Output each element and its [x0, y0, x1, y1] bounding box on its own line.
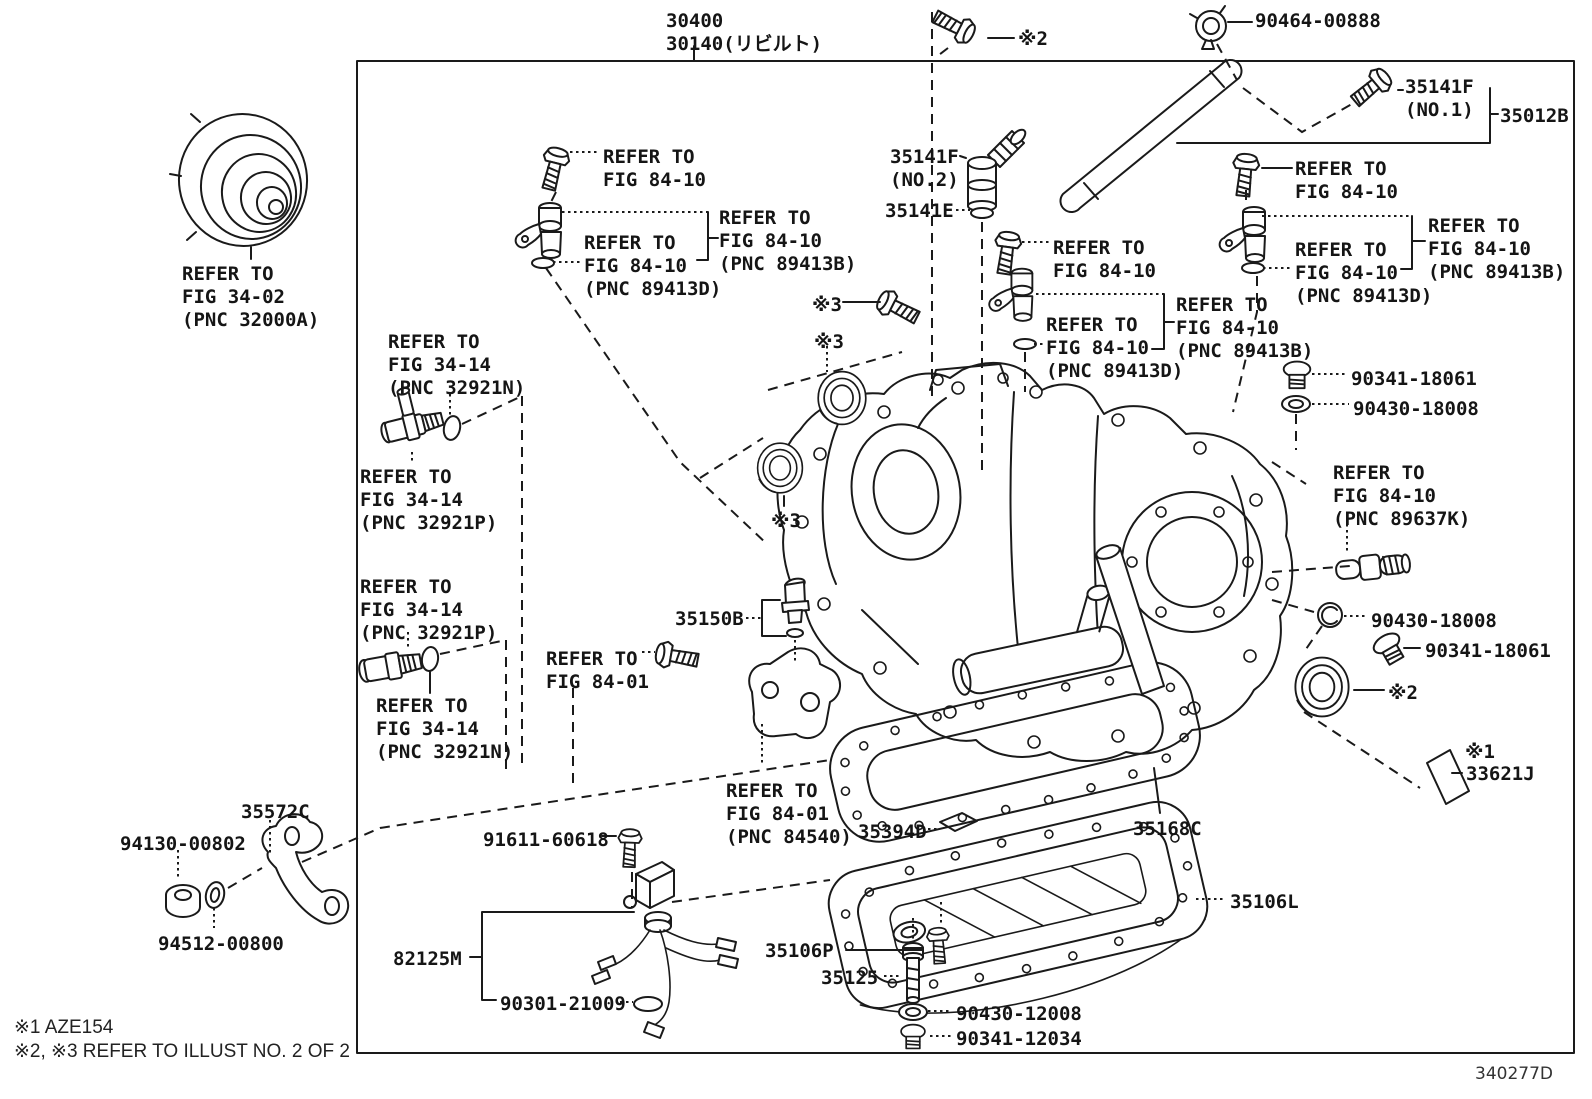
- callout-94130-00802: 94130-00802: [120, 833, 246, 855]
- speed-sensor-icon: [514, 202, 562, 259]
- callout-90341-18061-b: 90341-18061: [1425, 640, 1551, 662]
- oil-seal-icon: [1294, 656, 1350, 718]
- callout-90341-12034: 90341-12034: [956, 1028, 1082, 1050]
- clamp-icon: [1189, 5, 1227, 50]
- transaxle-case-art: [776, 361, 1294, 762]
- leader-lines: [177, 21, 1499, 1037]
- callout-ref-89413B-center: REFER TO FIG 84-10 (PNC 89413B): [1176, 294, 1314, 362]
- bolt-icon: [616, 827, 643, 869]
- callout-90301-21009: 90301-21009: [500, 993, 626, 1015]
- footnote-aze154: ※1 AZE154: [14, 1017, 114, 1038]
- callout-35106L: 35106L: [1230, 891, 1299, 913]
- callout-ref-8410-right-bolt: REFER TO FIG 84-10: [1295, 158, 1398, 203]
- callout-star3-bolt: ※3: [812, 294, 842, 316]
- bolt-icon: [652, 639, 701, 675]
- wire-harness-art: [591, 861, 739, 1039]
- callout-star1: ※1: [1465, 741, 1495, 763]
- callout-star3-seal-upper: ※3: [814, 331, 844, 353]
- speed-sensor-icon: [1218, 206, 1266, 263]
- callout-35125: 35125: [821, 967, 879, 989]
- check-valve-upper-art: [380, 387, 445, 444]
- callout-90430-12008: 90430-12008: [956, 1003, 1082, 1025]
- speed-sensor-icon: [988, 267, 1034, 322]
- callout-35106P: 35106P: [765, 940, 834, 962]
- union-elbow-art: [967, 128, 1027, 212]
- pan-magnet-art: [939, 812, 978, 832]
- oil-seal-icon: [756, 442, 804, 494]
- check-valve-lower-art: [358, 651, 423, 683]
- callout-35168C: 35168C: [1133, 818, 1202, 840]
- valve-35150B-art: [781, 577, 810, 638]
- long-bolt-icon: [902, 942, 924, 1004]
- plug-icon: [1369, 628, 1410, 669]
- oring-35141E-icon: [970, 207, 994, 219]
- callout-91611-60618: 91611-60618: [483, 829, 609, 851]
- drawing-code: 340277D: [1475, 1064, 1553, 1084]
- oil-seal-icon: [817, 370, 867, 426]
- callout-35572C: 35572C: [241, 801, 310, 823]
- oring-icon: [1013, 338, 1037, 350]
- callout-90430-18008-a: 90430-18008: [1353, 398, 1479, 420]
- callout-35141F-no1: 35141F (NO.1): [1405, 76, 1474, 121]
- oring-icon: [419, 645, 441, 673]
- breather-plug-art: [1335, 553, 1411, 581]
- callout-ref-84540: REFER TO FIG 84-01 (PNC 84540): [726, 780, 852, 848]
- callout-ref-32921N-lower: REFER TO FIG 34-14 (PNC 32921N): [376, 695, 514, 763]
- plug-icon: [900, 1023, 926, 1050]
- callout-star2-top: ※2: [1018, 28, 1048, 50]
- callout-ref-32921P-lower: REFER TO FIG 34-14 (PNC 32921P): [360, 576, 498, 644]
- callout-ref-89413B-left: REFER TO FIG 84-10 (PNC 89413B): [719, 207, 857, 275]
- callout-star2-seal: ※2: [1388, 682, 1418, 704]
- caution-plate-art: [1426, 749, 1470, 805]
- shift-bracket-art: [748, 647, 841, 740]
- union-bolt-icon: [1345, 63, 1397, 113]
- callout-35150B: 35150B: [675, 608, 744, 630]
- callout-ref-8410-center-bolt: REFER TO FIG 84-10: [1053, 237, 1156, 282]
- callout-82125M: 82125M: [393, 948, 462, 970]
- oring-icon: [1241, 262, 1265, 274]
- callout-90341-18061-a: 90341-18061: [1351, 368, 1477, 390]
- callout-35141E: 35141E: [885, 200, 954, 222]
- oring-icon: [440, 413, 464, 443]
- gasket-ring-art: [1317, 602, 1343, 628]
- callout-35141F-no2: 35141F (NO.2): [890, 146, 959, 191]
- callout-90430-18008-b: 90430-18008: [1371, 610, 1497, 632]
- callout-90464-00888: 90464-00888: [1255, 10, 1381, 32]
- pan-gasket-art: [829, 661, 1201, 843]
- washer-icon: [898, 1003, 928, 1021]
- callout-ref-torque-converter: REFER TO FIG 34-02 (PNC 32000A): [182, 263, 320, 331]
- callout-35394D: 35394D: [858, 821, 927, 843]
- oring-icon: [531, 257, 555, 269]
- oil-strainer-art: [952, 544, 1165, 696]
- construction-lines: [227, 12, 1421, 908]
- callout-33621J: 33621J: [1466, 763, 1535, 785]
- callout-ref-89637K: REFER TO FIG 84-10 (PNC 89637K): [1333, 462, 1471, 530]
- diagram-frame: [356, 60, 1575, 1054]
- callout-ref-89413D-right: REFER TO FIG 84-10 (PNC 89413D): [1295, 239, 1433, 307]
- callout-ref-8401: REFER TO FIG 84-01: [546, 648, 649, 693]
- callout-ref-8410-left-bolt: REFER TO FIG 84-10: [603, 146, 706, 191]
- callout-ref-32921P-upper: REFER TO FIG 34-14 (PNC 32921P): [360, 466, 498, 534]
- lever-art: [165, 813, 350, 925]
- bolt-icon: [872, 285, 924, 331]
- bolt-icon: [535, 144, 573, 194]
- footnote-refer-illust: ※2, ※3 REFER TO ILLUST NO. 2 OF 2: [14, 1041, 350, 1062]
- callout-ref-89413D-center: REFER TO FIG 84-10 (PNC 89413D): [1046, 314, 1184, 382]
- callout-ref-89413D-left: REFER TO FIG 84-10 (PNC 89413D): [584, 232, 722, 300]
- cooler-tube-art: [1059, 59, 1243, 213]
- washer-icon: [1281, 395, 1311, 413]
- torque-converter-art: [169, 113, 309, 260]
- callout-ref-32921N-upper: REFER TO FIG 34-14 (PNC 32921N): [388, 331, 526, 399]
- plug-icon: [1282, 360, 1312, 390]
- bolt-icon: [928, 3, 980, 49]
- callout-35012B: 35012B: [1500, 105, 1569, 127]
- callout-star3-seal-lower: ※3: [771, 510, 801, 532]
- callout-ref-89413B-right: REFER TO FIG 84-10 (PNC 89413B): [1428, 215, 1566, 283]
- callout-94512-00800: 94512-00800: [158, 933, 284, 955]
- callout-assembly-number: 30400 30140(リビルト): [666, 10, 823, 55]
